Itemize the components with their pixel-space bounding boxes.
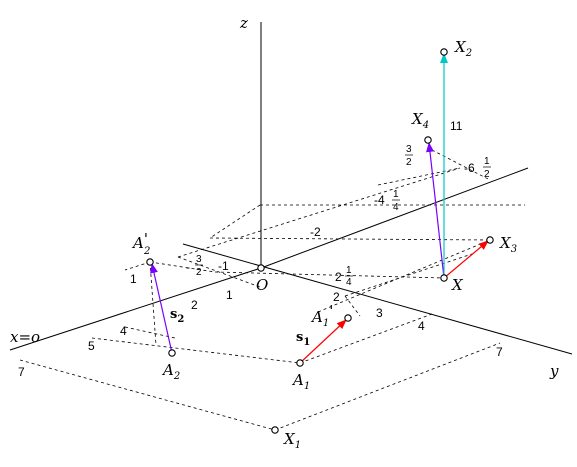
tick-y-2: 2 [333, 290, 340, 304]
svg-text:3: 3 [406, 144, 412, 155]
tick-neg-four-quarter: -4 1 4 [374, 189, 400, 213]
dash-line [149, 261, 157, 346]
svg-text:4: 4 [393, 202, 399, 213]
dash-line [209, 204, 261, 239]
tick-x-1: 1 [226, 288, 233, 302]
y-axis [182, 243, 573, 355]
svg-text:-4: -4 [374, 193, 385, 207]
label-A2: A2 [161, 361, 180, 382]
label-s2: s2 [170, 307, 184, 325]
point-A1 [296, 359, 304, 367]
dash-line [149, 261, 216, 273]
tick-a2-1: 1 [130, 272, 137, 286]
svg-text:1: 1 [484, 156, 490, 167]
tick-neg-three-half: - 3 2 [186, 254, 203, 278]
point-X4 [424, 136, 432, 144]
label-A1: A1 [291, 371, 310, 392]
label-X1: X1 [283, 430, 301, 451]
dash-line [274, 342, 501, 431]
label-s1: s1 [296, 330, 310, 348]
dash-line [19, 359, 276, 431]
tick-11: 11 [450, 119, 463, 133]
dash-line [209, 237, 491, 241]
vector-s2 [150, 263, 173, 354]
point-A2-prime [146, 258, 154, 266]
origin-label: O [256, 276, 268, 294]
origin-point [257, 264, 265, 272]
x-axis-label: x=o [10, 328, 40, 346]
point-X1 [271, 426, 279, 434]
tick-y-3: 3 [376, 306, 383, 320]
label-s2-tick-2: 2 [191, 298, 198, 312]
tick-x-7: 7 [18, 365, 25, 379]
tick-y-7: 7 [496, 345, 503, 359]
svg-text:3: 3 [196, 254, 202, 265]
negative-y-axis [260, 167, 529, 269]
svg-text:4: 4 [346, 277, 352, 288]
dash-line [124, 261, 151, 271]
label-A2-prime: A'2 [131, 230, 150, 257]
label-X4: X4 [411, 110, 429, 131]
dash-line [344, 295, 361, 317]
vector-X-X3 [443, 240, 489, 279]
svg-text:-6: -6 [464, 161, 475, 175]
construction-lines [19, 149, 525, 431]
tick-x-5: 5 [88, 339, 95, 353]
vector-X-X4 [426, 142, 445, 279]
tick-neg-2: -2 [310, 225, 321, 239]
dash-line [214, 271, 445, 279]
dash-line [177, 167, 461, 258]
point-X2 [440, 48, 448, 56]
dash-line [431, 149, 491, 181]
dash-line [377, 167, 461, 186]
dash-line [124, 326, 176, 339]
svg-text:2: 2 [406, 157, 412, 168]
svg-text:1: 1 [346, 265, 352, 276]
dash-line [344, 252, 476, 297]
tick-neg-1: -1 [218, 259, 229, 273]
y-axis-label: y [549, 362, 559, 380]
dash-line [177, 256, 261, 288]
tick-neg-six-half: -6 1 2 [464, 156, 491, 180]
svg-text:1: 1 [393, 189, 399, 200]
label-X2: X2 [454, 38, 472, 59]
label-X3: X3 [499, 234, 517, 255]
label-X: X [451, 276, 464, 294]
vector-s1 [299, 319, 347, 364]
svg-text:2: 2 [484, 169, 490, 180]
point-X [440, 274, 448, 282]
tick-three-half: 3 2 [405, 144, 413, 168]
svg-text:2: 2 [335, 270, 342, 284]
tick-y-4: 4 [418, 319, 425, 333]
x-axis [9, 267, 262, 351]
point-X3 [486, 236, 494, 244]
dash-line [317, 239, 491, 313]
point-A1-prime [344, 314, 352, 322]
label-A1-prime: A1' [310, 302, 333, 329]
dash-line [91, 337, 301, 364]
svg-text:-: - [186, 260, 190, 274]
point-A2 [168, 349, 176, 357]
tick-two-quarter: 2 1 4 [335, 265, 353, 288]
tick-x-4: 4 [120, 324, 127, 338]
svg-text:2: 2 [196, 267, 202, 278]
z-axis-label: z [239, 14, 248, 32]
